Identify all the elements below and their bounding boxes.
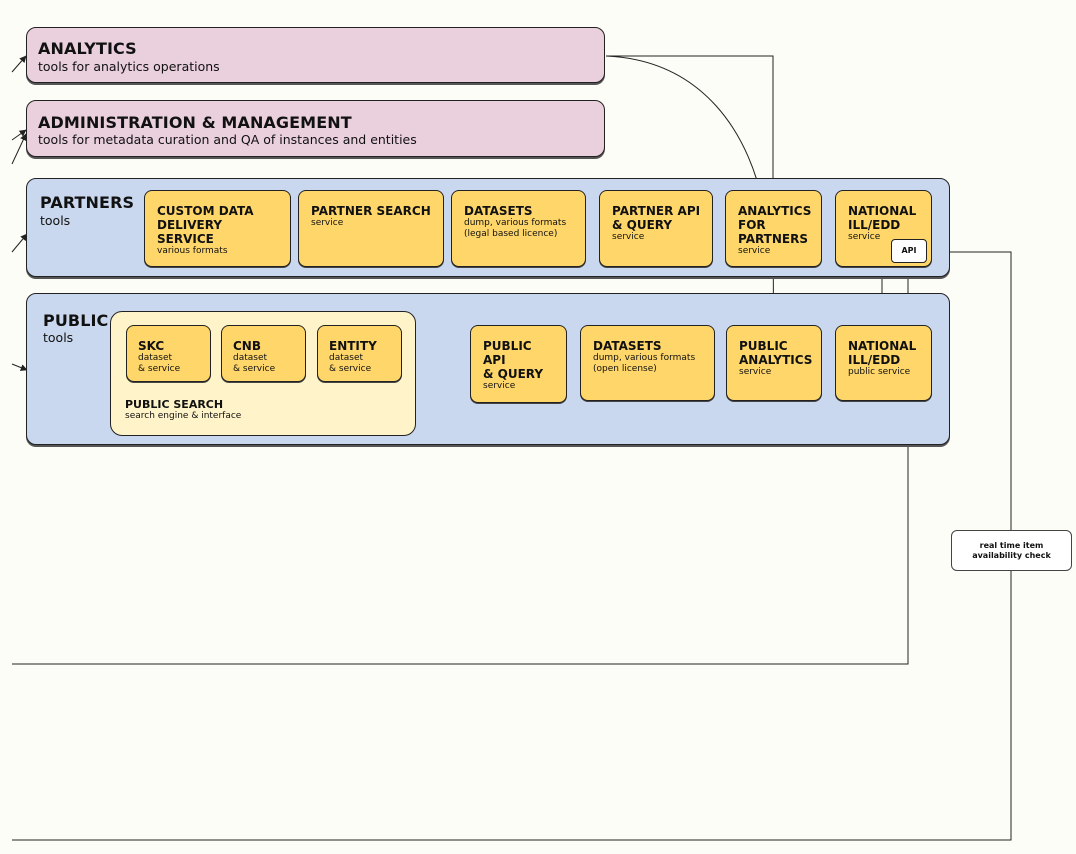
card-title: PARTNER SEARCH (311, 204, 431, 218)
card-title: NATIONAL ILL/EDD (848, 339, 917, 367)
card-subtitle: dataset & service (233, 353, 276, 374)
card-title: ENTITY (329, 339, 377, 353)
availability-note-text: real time item availability check (972, 541, 1051, 560)
partner-card-api-query: PARTNER API & QUERY service (599, 190, 713, 267)
api-badge: API (891, 239, 927, 263)
card-title: CNB (233, 339, 261, 353)
partner-card-partner-search: PARTNER SEARCH service (298, 190, 444, 267)
administration-title: ADMINISTRATION & MANAGEMENT (38, 113, 352, 132)
card-subtitle: service (739, 367, 772, 377)
search-card-cnb: CNB dataset & service (221, 325, 306, 382)
card-subtitle: various formats (157, 246, 228, 256)
analytics-subtitle: tools for analytics operations (38, 59, 220, 74)
partners-subtitle: tools (40, 213, 71, 228)
card-title: ANALYTICS FOR PARTNERS (738, 204, 812, 246)
card-subtitle: dataset & service (138, 353, 181, 374)
incoming-arrow-analytics (11, 55, 27, 73)
card-subtitle: service (612, 232, 645, 242)
card-title: NATIONAL ILL/EDD (848, 204, 917, 232)
search-card-skc: SKC dataset & service (126, 325, 211, 382)
card-title: DATASETS (464, 204, 533, 218)
incoming-arrow-admin-1 (11, 129, 27, 141)
arrow-analytics-to-partner-analytics (606, 55, 777, 189)
public-search-subtitle: search engine & interface (125, 411, 242, 421)
availability-note: real time item availability check (951, 530, 1072, 571)
incoming-arrow-admin-2 (11, 133, 27, 165)
card-subtitle: service (738, 246, 771, 256)
card-subtitle: service (311, 218, 344, 228)
public-subtitle: tools (43, 330, 74, 345)
analytics-band: ANALYTICS tools for analytics operations (26, 27, 605, 83)
card-title: CUSTOM DATA DELIVERY SERVICE (157, 204, 254, 246)
incoming-arrow-partners (11, 233, 28, 253)
public-card-national-ill: NATIONAL ILL/EDD public service (835, 325, 932, 401)
public-card-analytics: PUBLIC ANALYTICS service (726, 325, 822, 401)
public-card-datasets: DATASETS dump, various formats (open lic… (580, 325, 715, 401)
card-title: PUBLIC API & QUERY (483, 339, 544, 381)
analytics-title: ANALYTICS (38, 39, 137, 58)
card-subtitle: dataset & service (329, 353, 372, 374)
card-subtitle: public service (848, 367, 911, 377)
partners-title: PARTNERS (40, 193, 135, 212)
public-title: PUBLIC (43, 311, 109, 330)
card-subtitle: dump, various formats (open license) (593, 353, 696, 374)
partner-card-datasets: DATASETS dump, various formats (legal ba… (451, 190, 586, 267)
public-search-title: PUBLIC SEARCH (125, 398, 224, 411)
partner-card-analytics: ANALYTICS FOR PARTNERS service (725, 190, 822, 267)
administration-band: ADMINISTRATION & MANAGEMENT tools for me… (26, 100, 605, 157)
card-subtitle: service (848, 232, 881, 242)
card-title: SKC (138, 339, 165, 353)
incoming-arrow-public (11, 363, 28, 371)
card-title: DATASETS (593, 339, 662, 353)
partner-card-custom-data: CUSTOM DATA DELIVERY SERVICE various for… (144, 190, 291, 267)
card-title: PARTNER API & QUERY (612, 204, 701, 232)
card-subtitle: dump, various formats (legal based licen… (464, 218, 567, 239)
card-title: PUBLIC ANALYTICS (739, 339, 813, 367)
public-card-api-query: PUBLIC API & QUERY service (470, 325, 567, 403)
card-subtitle: service (483, 381, 516, 391)
search-card-entity: ENTITY dataset & service (317, 325, 402, 382)
administration-subtitle: tools for metadata curation and QA of in… (38, 132, 417, 147)
